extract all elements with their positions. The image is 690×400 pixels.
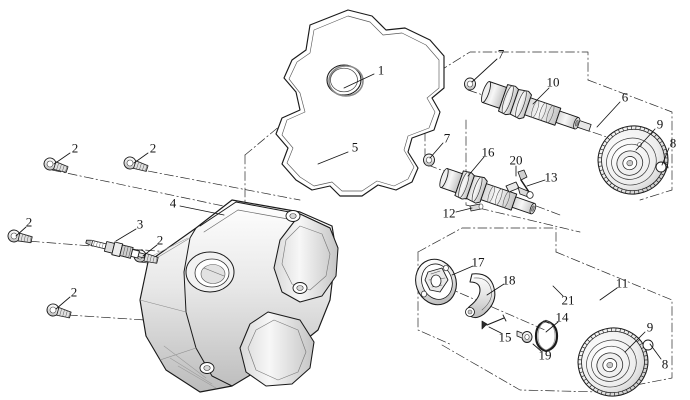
oil-filler-ring-shape <box>326 64 364 97</box>
leader-line-decompressor-plate <box>451 265 474 276</box>
callout-number-small-pin[interactable]: 19 <box>538 347 552 363</box>
callout-number-cover-bolt[interactable]: 2 <box>71 140 79 156</box>
small-pin-shape <box>516 330 533 343</box>
leader-line-cover-bolt <box>133 152 149 164</box>
callout-number-camshaft-driven-gear[interactable]: 9 <box>646 319 654 335</box>
snap-ring-shape <box>534 319 559 353</box>
leader-line-assembly-bracket <box>552 285 564 297</box>
callout-number-camshaft-driven-gear[interactable]: 9 <box>656 116 664 132</box>
leader-line-cover-bolt <box>15 226 27 237</box>
callout-number-camshaft-dowel-pin[interactable]: 7 <box>497 46 505 62</box>
intake-camshaft-shape <box>439 168 537 215</box>
leader-line-camshaft-dowel-pin <box>429 142 444 159</box>
callout-number-snap-ring[interactable]: 14 <box>555 309 569 325</box>
cover-bolts-group <box>7 156 159 319</box>
callout-number-decompressor-plate[interactable]: 17 <box>471 254 485 270</box>
callout-number-decompressor-shaft[interactable]: 20 <box>509 152 523 168</box>
callout-number-gear-dowel-pin[interactable]: 8 <box>661 356 669 372</box>
leader-line-decompressor-pin <box>455 207 473 213</box>
callout-number-camshaft-dowel-pin[interactable]: 7 <box>443 130 451 146</box>
exhaust-camshaft-shape <box>481 81 592 132</box>
callout-number-head-cover-gasket[interactable]: 5 <box>351 139 359 155</box>
leader-line-decompressor-weight <box>486 283 505 296</box>
leader-line-head-cover-gasket <box>317 151 349 165</box>
callout-number-cover-bolt[interactable]: 2 <box>70 284 78 300</box>
callout-number-intake-camshaft-assembly[interactable]: 11 <box>615 275 629 291</box>
callout-number-camshaft-lobe[interactable]: 10 <box>546 74 560 90</box>
callout-number-spark-plug[interactable]: 3 <box>136 216 144 232</box>
callout-leader-lines <box>15 58 670 360</box>
callout-number-cover-bolt[interactable]: 2 <box>25 214 33 230</box>
leader-line-camshaft-lobe <box>532 87 550 105</box>
decompressor-pin-shape <box>469 203 484 212</box>
leader-line-gear-dowel-pin <box>649 343 662 360</box>
leader-line-intake-camshaft <box>467 156 485 177</box>
camshaft-driven-gear-lower-shape <box>577 327 649 397</box>
spark-plug-shape <box>85 239 146 259</box>
leader-line-small-pin <box>532 343 542 352</box>
callout-number-decompressor-lever[interactable]: 13 <box>544 169 558 185</box>
gear-dowel-pin-upper-shape <box>655 161 669 173</box>
leader-line-snap-ring <box>545 321 559 333</box>
leader-line-decompressor-lever <box>526 179 546 187</box>
callout-number-decompressor-weight[interactable]: 18 <box>502 272 516 288</box>
leader-line-cover-bolt <box>142 244 158 257</box>
leader-line-camshaft-driven-gear <box>624 331 646 353</box>
leader-line-gear-dowel-pin <box>661 147 670 166</box>
decompressor-lever-shape <box>505 169 534 199</box>
callout-number-cover-bolt[interactable]: 2 <box>149 140 157 156</box>
callout-number-cover-bolt[interactable]: 2 <box>156 232 164 248</box>
gear-dowel-pin-lower-shape <box>642 339 654 351</box>
callout-number-decompressor-spring-pin[interactable]: 15 <box>498 329 512 345</box>
leader-line-exhaust-camshaft <box>596 101 621 128</box>
camshaft-driven-gear-upper-shape <box>597 125 669 195</box>
leader-line-intake-camshaft-assembly <box>599 287 618 301</box>
leader-line-camshaft-driven-gear <box>635 128 656 151</box>
callout-number-intake-camshaft[interactable]: 16 <box>481 144 495 160</box>
leader-line-spark-plug <box>115 228 137 242</box>
leader-line-oil-filler-cap-ring <box>343 73 375 89</box>
callout-number-gear-dowel-pin[interactable]: 8 <box>669 135 677 151</box>
head-cover-gasket-shape <box>275 9 445 197</box>
camshaft-dowel-pin-lower-shape <box>423 153 435 167</box>
decompressor-weight-shape <box>465 273 496 319</box>
leader-line-cylinder-head-cover <box>179 205 225 216</box>
callout-number-assembly-bracket[interactable]: 21 <box>561 292 575 308</box>
callout-number-exhaust-camshaft[interactable]: 6 <box>621 89 629 105</box>
leader-line-camshaft-dowel-pin <box>471 58 498 83</box>
cylinder-head-cover-shape <box>139 199 339 393</box>
callout-number-decompressor-pin[interactable]: 12 <box>442 205 456 221</box>
callout-number-cylinder-head-cover[interactable]: 4 <box>169 195 177 211</box>
leader-line-cover-bolt <box>55 296 71 310</box>
leader-line-cover-bolt <box>53 152 71 165</box>
decompressor-spring-pin-shape <box>481 314 507 330</box>
leader-line-decompressor-spring-pin <box>488 326 502 334</box>
decompressor-plate-shape <box>415 258 457 306</box>
callout-number-oil-filler-cap-ring[interactable]: 1 <box>377 62 385 78</box>
